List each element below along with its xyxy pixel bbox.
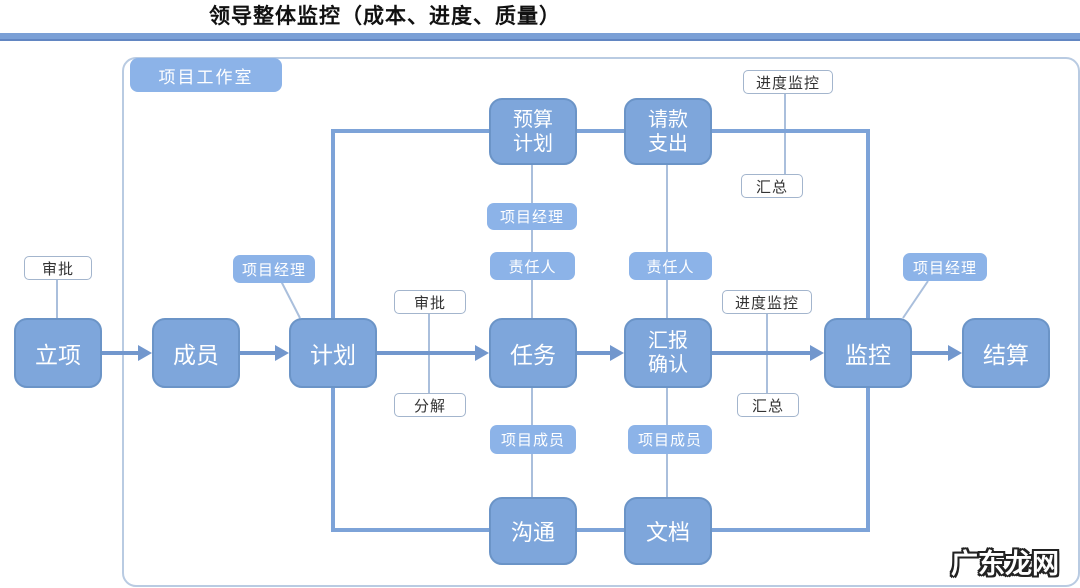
node-yusuan-jihua: 预算 计划 <box>489 98 577 165</box>
page-title: 领导整体监控（成本、进度、质量） <box>209 4 561 28</box>
flow-line-bottom-mid <box>577 528 624 532</box>
node-jihua: 计划 <box>289 318 377 388</box>
title-divider-bar <box>0 33 1080 41</box>
arrowhead-lixiang-chengyuan <box>138 345 152 361</box>
connector-jindu-huizong-top <box>784 92 786 174</box>
workspace-frame <box>122 57 1080 587</box>
role-label-xiangmujingli-jihua: 项目经理 <box>233 255 315 283</box>
site-watermark: 广东龙网 <box>951 549 1059 580</box>
action-label-huizong-top: 汇总 <box>741 174 803 198</box>
node-huibao-queren: 汇报 确认 <box>624 318 712 388</box>
role-label-zerenren-huibao: 责任人 <box>629 252 712 280</box>
connector-yusuan-renwu <box>531 165 533 318</box>
flow-line-left-lower <box>331 388 335 532</box>
arrow-chengyuan-jihua <box>240 351 275 355</box>
role-label-xiangmujingli-yusuan: 项目经理 <box>487 203 577 230</box>
node-jiankong: 监控 <box>824 318 912 388</box>
flow-line-top-mid <box>577 129 624 133</box>
arrowhead-chengyuan-jihua <box>275 345 289 361</box>
node-lixiang: 立项 <box>14 318 102 388</box>
arrow-jihua-renwu <box>377 351 475 355</box>
node-renwu: 任务 <box>489 318 577 388</box>
node-goutong: 沟通 <box>489 497 577 565</box>
flow-line-left-upper <box>331 129 335 318</box>
arrowhead-jiankong-jiesuan <box>948 345 962 361</box>
arrowhead-renwu-huibao <box>610 345 624 361</box>
arrow-jiankong-jiesuan <box>912 351 948 355</box>
node-qingkuan-zhichu: 请款 支出 <box>624 98 712 165</box>
flow-line-top-right <box>712 129 870 133</box>
action-label-fenjie: 分解 <box>394 393 466 417</box>
role-label-xiangmujingli-jiankong: 项目经理 <box>903 253 987 281</box>
flow-line-bottom-right <box>712 528 870 532</box>
arrow-huibao-jiankong <box>712 351 810 355</box>
arrowhead-jihua-renwu <box>475 345 489 361</box>
role-label-xiangmuchengyuan-goutong: 项目成员 <box>490 425 576 454</box>
flow-line-bottom-left <box>331 528 491 532</box>
flow-line-right-lower <box>866 388 870 532</box>
arrowhead-huibao-jiankong <box>810 345 824 361</box>
action-label-shenpi-jihua: 审批 <box>394 290 466 314</box>
connector-shenpi-lixiang <box>56 278 58 318</box>
node-chengyuan: 成员 <box>152 318 240 388</box>
action-label-huizong-mid: 汇总 <box>737 393 799 417</box>
node-jiesuan: 结算 <box>962 318 1050 388</box>
node-wendang: 文档 <box>624 497 712 565</box>
flow-line-top-left <box>331 129 491 133</box>
connector-qingkuan-huibao <box>666 165 668 318</box>
arrow-renwu-huibao <box>577 351 610 355</box>
arrow-lixiang-chengyuan <box>102 351 138 355</box>
role-label-xiangmuchengyuan-wendang: 项目成员 <box>628 425 712 454</box>
action-label-shenpi-lixiang: 审批 <box>24 256 92 280</box>
action-label-jindujiankong-top: 进度监控 <box>743 70 833 94</box>
flow-line-right-upper <box>866 129 870 318</box>
workspace-label: 项目工作室 <box>130 58 282 92</box>
action-label-jindujiankong-mid: 进度监控 <box>722 290 812 314</box>
role-label-zerenren-renwu: 责任人 <box>490 252 575 280</box>
